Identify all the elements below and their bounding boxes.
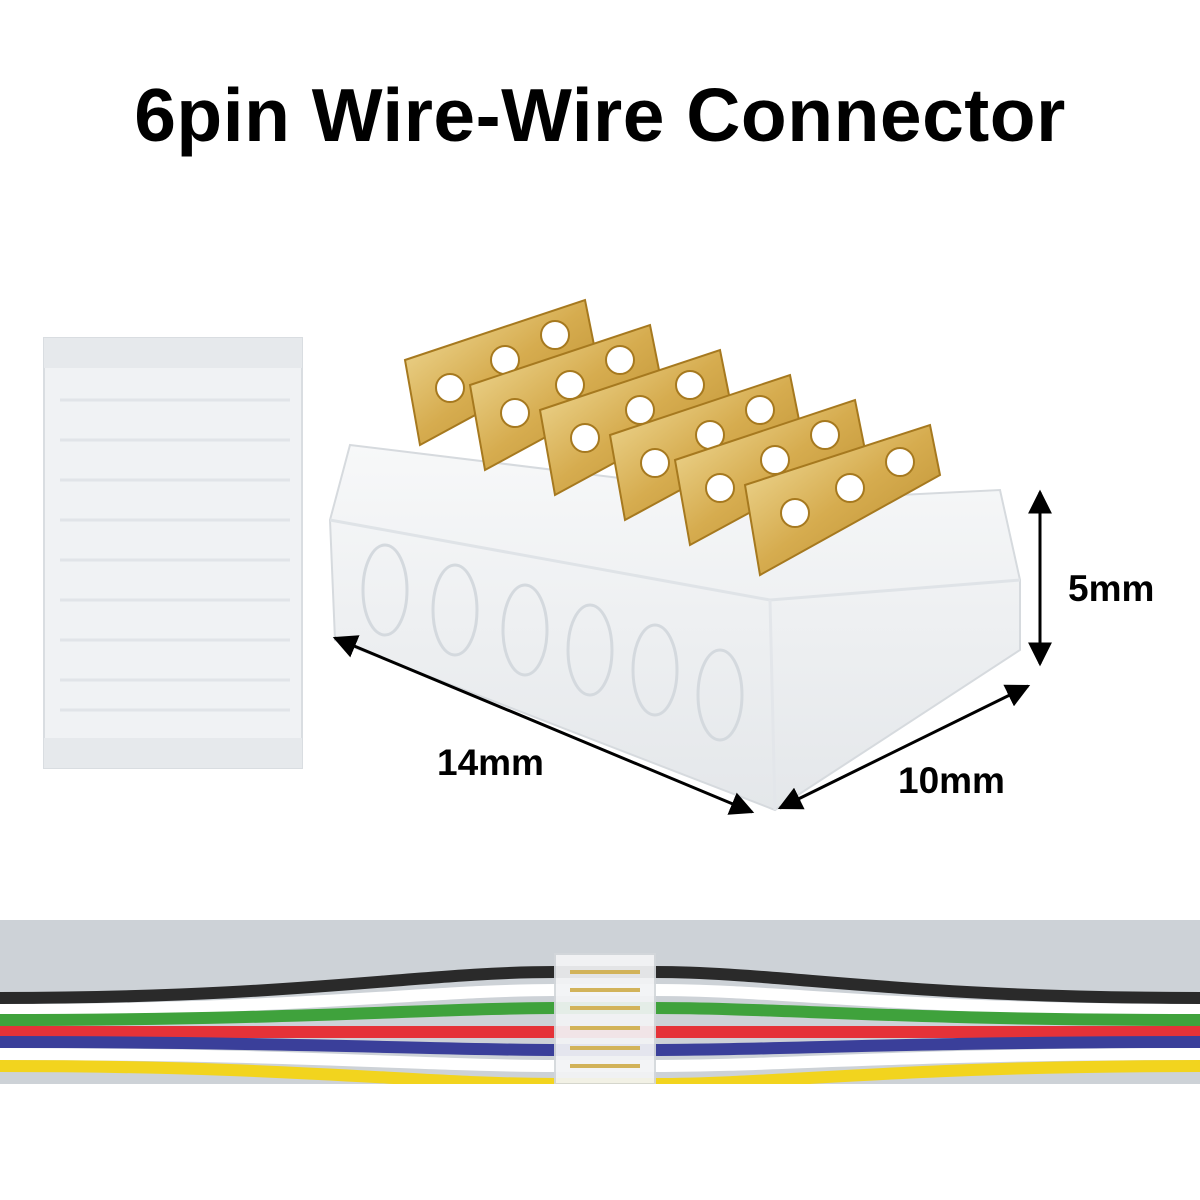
connector-3d-view bbox=[328, 298, 1021, 812]
wire-yellow bbox=[0, 1060, 1200, 1084]
width-label: 14mm bbox=[437, 742, 544, 783]
height-label: 5mm bbox=[1068, 568, 1155, 609]
connector-top-view bbox=[43, 337, 303, 769]
depth-label: 10mm bbox=[898, 760, 1005, 801]
gold-terminals bbox=[403, 298, 942, 577]
inline-connector bbox=[554, 953, 656, 1084]
page-title: 6pin Wire-Wire Connector bbox=[134, 73, 1066, 157]
width-arrow bbox=[332, 635, 755, 815]
dimension-arrows bbox=[332, 489, 1052, 815]
wire-strip-example bbox=[0, 920, 1200, 1084]
depth-arrow bbox=[777, 684, 1031, 810]
